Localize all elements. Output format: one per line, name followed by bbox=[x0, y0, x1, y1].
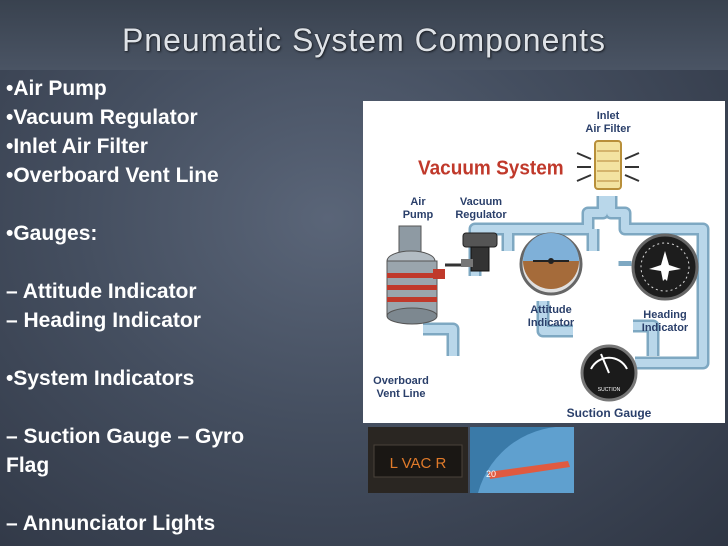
bullet-heading-indicator: – Heading Indicator bbox=[6, 309, 201, 332]
heading-indicator-icon bbox=[631, 233, 699, 301]
air-pump-icon bbox=[386, 225, 445, 325]
title-band bbox=[0, 0, 728, 70]
bullet-suction-gauge-cont: Flag bbox=[6, 454, 50, 477]
annunciator-panel-photo: L VAC R bbox=[368, 427, 468, 493]
slide-title: Pneumatic System Components bbox=[121, 22, 607, 58]
bullet-attitude-indicator: – Attitude Indicator bbox=[6, 280, 197, 303]
diagram-title: Vacuum System bbox=[418, 157, 564, 180]
label-attitude: Attitude bbox=[530, 304, 572, 316]
bullet-gap bbox=[6, 393, 336, 422]
label-overboard: Overboard bbox=[373, 375, 429, 387]
label-air: Air bbox=[410, 196, 426, 208]
bullet-system-indicators: •System Indicators bbox=[6, 367, 195, 390]
bullet-gauges: •Gauges: bbox=[6, 222, 98, 245]
suction-face-label: SUCTION bbox=[598, 387, 621, 393]
label-air-filter: Air Filter bbox=[585, 123, 631, 135]
bullet-inlet-air-filter: •Inlet Air Filter bbox=[6, 135, 148, 158]
bullet-suction-gauge: – Suction Gauge – Gyro bbox=[6, 425, 245, 448]
label-vacuum: Vacuum bbox=[460, 196, 502, 208]
annunciator-text: L VAC R bbox=[390, 455, 447, 472]
suction-gauge-photo: 20 bbox=[470, 426, 574, 493]
label-pump: Pump bbox=[403, 209, 434, 221]
vacuum-system-diagram: Inlet Air Filter Vacuum System Air Pump … bbox=[363, 101, 725, 423]
instrument-photos: L VAC R 20 bbox=[368, 426, 574, 493]
attitude-indicator-icon bbox=[519, 232, 583, 296]
gauge-tick-label: 20 bbox=[486, 469, 496, 479]
label-inlet: Inlet bbox=[597, 110, 620, 122]
label-vent-line: Vent Line bbox=[377, 388, 426, 400]
inlet-air-filter-icon bbox=[576, 140, 640, 190]
bullet-annunciator-lights: – Annunciator Lights bbox=[6, 512, 216, 535]
bullet-gap bbox=[6, 480, 336, 509]
vacuum-regulator-icon bbox=[445, 232, 498, 272]
label-suction-gauge: Suction Gauge bbox=[567, 406, 652, 420]
label-attitude-indicator: Indicator bbox=[528, 317, 575, 329]
label-heading-indicator: Indicator bbox=[642, 322, 689, 334]
bullet-list: •Air Pump •Vacuum Regulator •Inlet Air F… bbox=[6, 74, 336, 538]
bullet-overboard-vent-line: •Overboard Vent Line bbox=[6, 164, 219, 187]
bullet-gap bbox=[6, 190, 336, 219]
bullet-air-pump: •Air Pump bbox=[6, 77, 107, 100]
bullet-gap bbox=[6, 335, 336, 364]
pipe-overboard bbox=[423, 322, 460, 356]
suction-gauge-icon: SUCTION bbox=[580, 344, 638, 402]
bullet-gap bbox=[6, 248, 336, 277]
bullet-vacuum-regulator: •Vacuum Regulator bbox=[6, 106, 198, 129]
label-heading: Heading bbox=[643, 309, 686, 321]
label-regulator: Regulator bbox=[455, 209, 507, 221]
